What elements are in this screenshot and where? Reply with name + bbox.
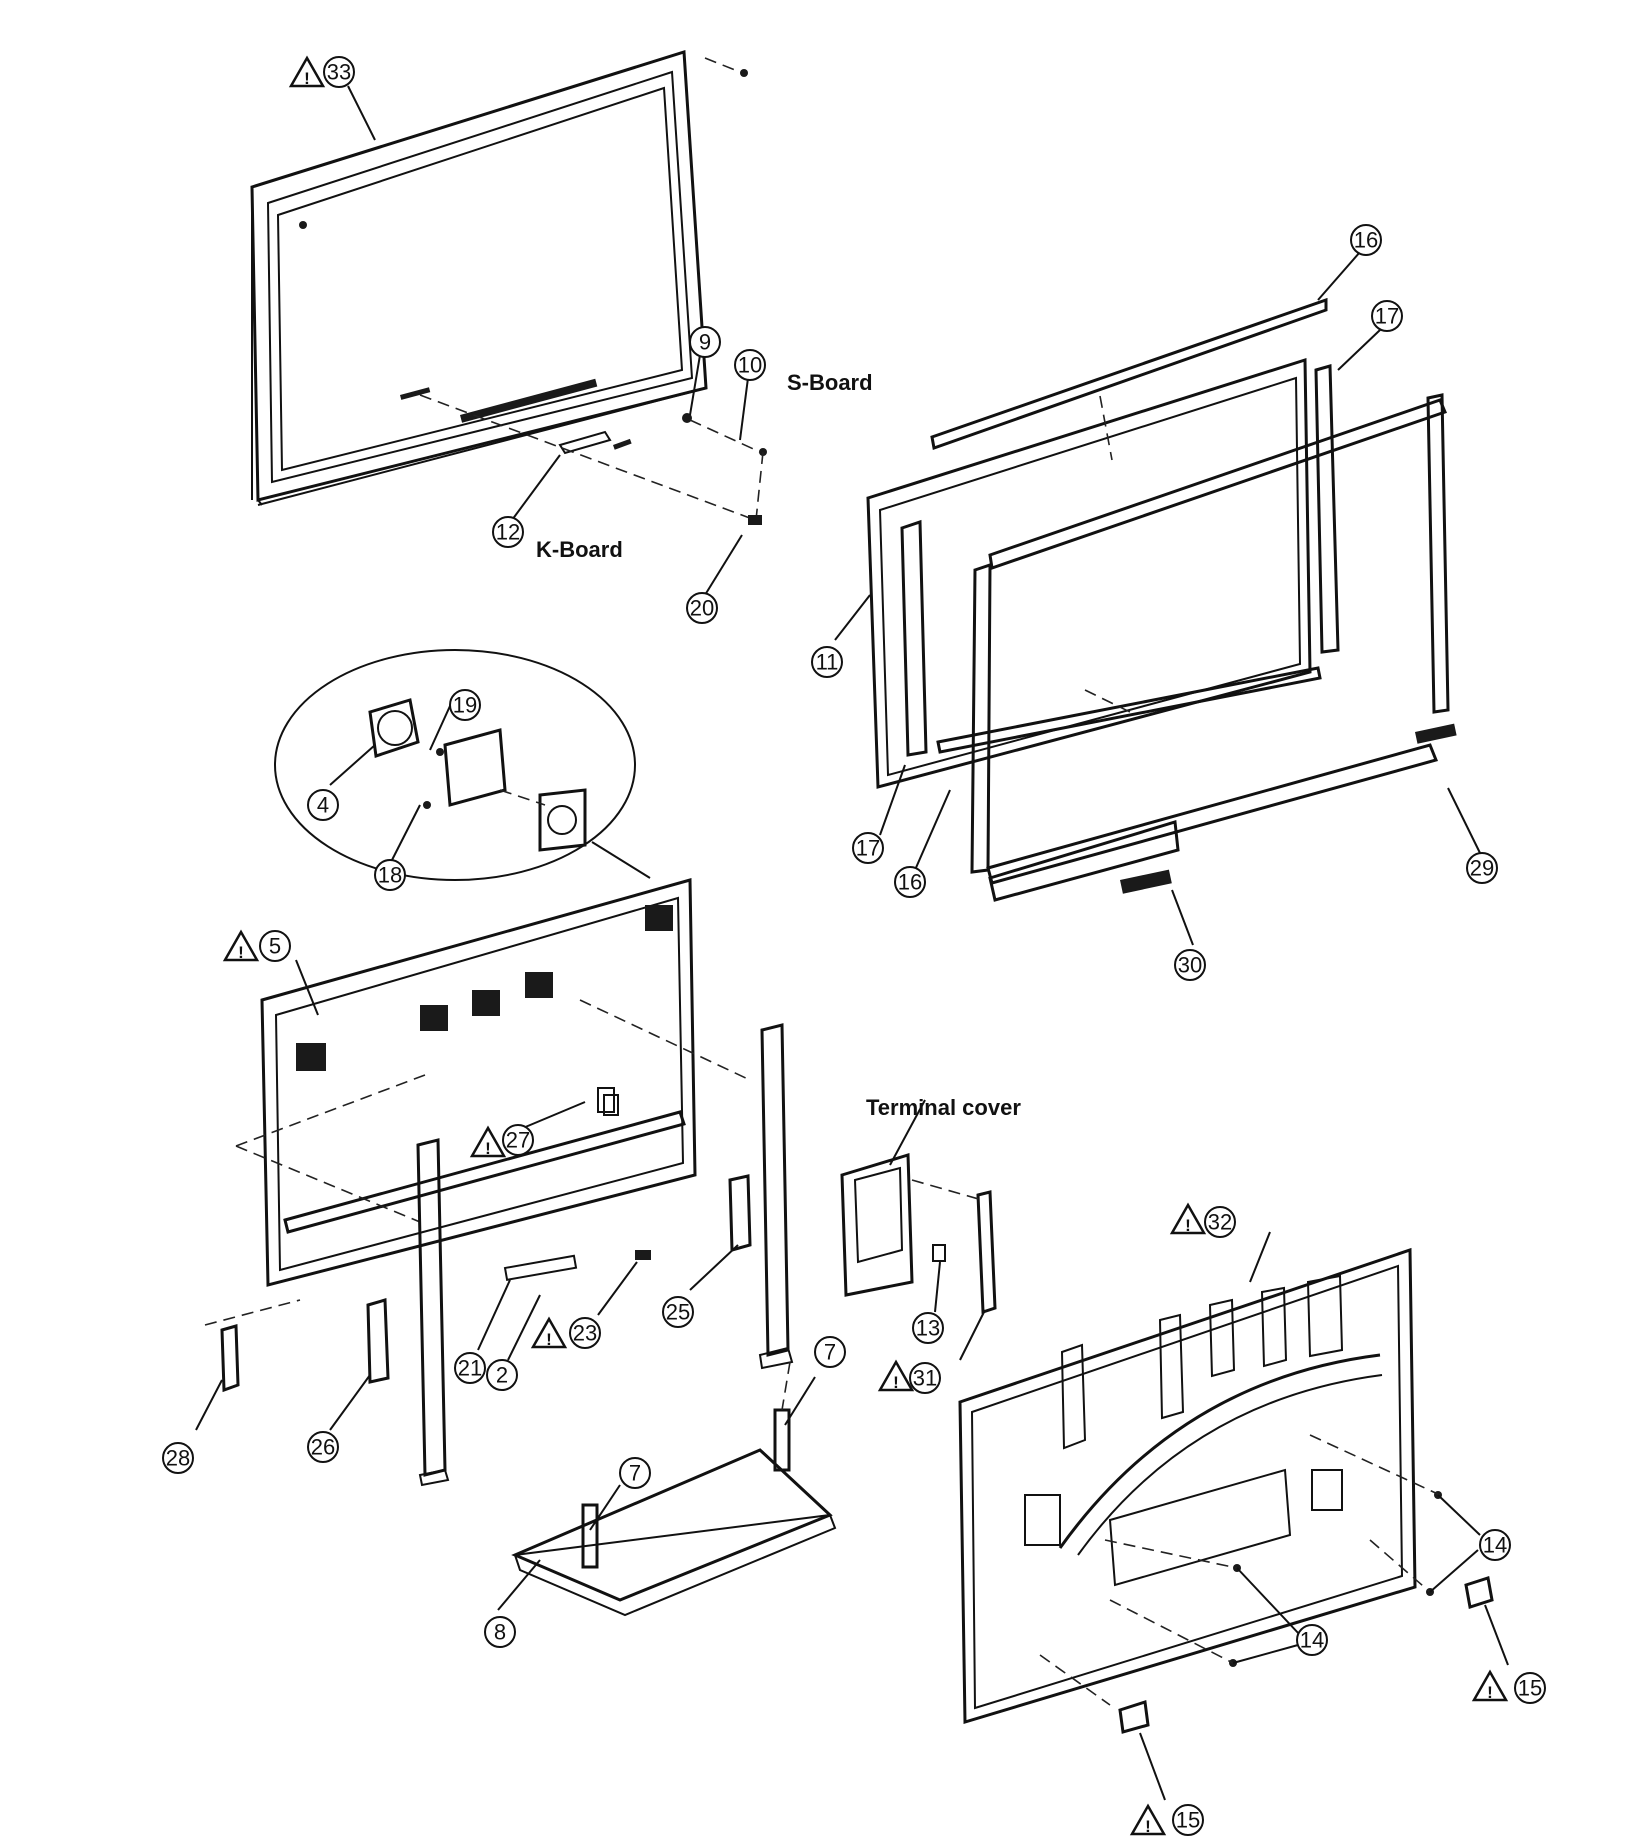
callout-21: 21	[454, 1352, 486, 1384]
svg-text:14: 14	[1483, 1533, 1507, 1558]
svg-text:26: 26	[311, 1435, 335, 1460]
svg-text:33: 33	[327, 60, 351, 85]
callout-25: 25	[662, 1296, 694, 1328]
svg-text:28: 28	[166, 1446, 190, 1471]
panel-assembly	[866, 297, 1457, 902]
callout-17: 17	[1371, 300, 1403, 332]
warning-icon: !	[1129, 1803, 1167, 1836]
svg-text:12: 12	[496, 520, 520, 545]
callout-23: 23	[569, 1317, 601, 1349]
svg-text:14: 14	[1300, 1628, 1324, 1653]
svg-text:19: 19	[453, 693, 477, 718]
svg-text:!: !	[1487, 1683, 1493, 1702]
svg-text:23: 23	[573, 1321, 597, 1346]
callout-30: 30	[1174, 949, 1206, 981]
svg-text:!: !	[304, 69, 310, 88]
callout-12: 12	[492, 516, 524, 548]
svg-text:!: !	[1145, 1817, 1151, 1836]
svg-text:17: 17	[1375, 304, 1399, 329]
front-bezel	[250, 49, 748, 506]
leader-lines	[195, 85, 1509, 1801]
svg-text:16: 16	[898, 870, 922, 895]
callout-7: 7	[814, 1336, 846, 1368]
k-board-part	[419, 394, 756, 521]
stand-base	[511, 1361, 837, 1617]
svg-text:15: 15	[1176, 1808, 1200, 1833]
svg-text:30: 30	[1178, 953, 1202, 978]
svg-text:!: !	[238, 943, 244, 962]
callout-19: 19	[449, 689, 481, 721]
svg-text:25: 25	[666, 1300, 690, 1325]
warning-icon: !	[222, 929, 260, 962]
callout-16: 16	[1350, 224, 1382, 256]
svg-text:10: 10	[738, 353, 762, 378]
svg-text:!: !	[893, 1373, 899, 1392]
s-board-label: S-Board	[787, 370, 873, 395]
svg-text:!: !	[1185, 1216, 1191, 1235]
svg-text:32: 32	[1208, 1210, 1232, 1235]
callout-17: 17	[852, 832, 884, 864]
callout-29: 29	[1466, 852, 1498, 884]
svg-text:!: !	[546, 1330, 552, 1349]
svg-text:13: 13	[916, 1316, 940, 1341]
callout-2: 2	[486, 1359, 518, 1391]
svg-text:2: 2	[496, 1363, 508, 1388]
callout-27: 27	[502, 1124, 534, 1156]
terminal-cover-label: Terminal cover	[866, 1095, 1021, 1120]
rear-cover	[958, 1247, 1494, 1734]
svg-text:21: 21	[458, 1356, 482, 1381]
svg-text:7: 7	[629, 1461, 641, 1486]
svg-text:7: 7	[824, 1340, 836, 1365]
callout-13: 13	[912, 1312, 944, 1344]
fan-detail	[274, 649, 651, 881]
callout-8: 8	[484, 1616, 516, 1648]
callout-9: 9	[689, 326, 721, 358]
warning-icon: !	[877, 1359, 915, 1392]
callout-16: 16	[894, 866, 926, 898]
svg-text:17: 17	[856, 836, 880, 861]
callout-11: 11	[811, 646, 843, 678]
svg-text:4: 4	[317, 793, 329, 818]
svg-text:8: 8	[494, 1620, 506, 1645]
svg-text:29: 29	[1470, 856, 1494, 881]
stand-legs	[204, 1023, 794, 1487]
svg-text:11: 11	[816, 650, 839, 675]
warning-icon: !	[1471, 1669, 1509, 1702]
svg-text:27: 27	[506, 1128, 530, 1153]
callout-33: 33	[323, 56, 355, 88]
callout-5: 5	[259, 930, 291, 962]
svg-text:16: 16	[1354, 228, 1378, 253]
small-boards	[503, 1094, 651, 1281]
callout-26: 26	[307, 1431, 339, 1463]
callout-28: 28	[162, 1442, 194, 1474]
callout-14: 14	[1479, 1529, 1511, 1561]
callout-32: 32	[1204, 1206, 1236, 1238]
svg-text:31: 31	[913, 1366, 937, 1391]
callout-15: 15	[1514, 1672, 1546, 1704]
chassis-frame	[235, 878, 751, 1287]
callout-7: 7	[619, 1457, 651, 1489]
k-board-label: K-Board	[536, 537, 623, 562]
svg-text:18: 18	[378, 863, 402, 888]
svg-text:9: 9	[699, 330, 711, 355]
warning-icon: !	[288, 55, 326, 88]
terminal-cover-part	[840, 1152, 997, 1315]
callout-20: 20	[686, 592, 718, 624]
svg-text:15: 15	[1518, 1676, 1542, 1701]
callout-10: 10	[734, 349, 766, 381]
callout-14: 14	[1296, 1624, 1328, 1656]
svg-text:!: !	[485, 1139, 491, 1158]
callout-15: 15	[1172, 1804, 1204, 1836]
callout-31: 31	[909, 1362, 941, 1394]
svg-text:20: 20	[690, 596, 714, 621]
warning-icon: !	[469, 1125, 507, 1158]
callout-18: 18	[374, 859, 406, 891]
warning-icon: !	[530, 1316, 568, 1349]
callout-4: 4	[307, 789, 339, 821]
s-board-screws	[682, 413, 767, 525]
svg-text:5: 5	[269, 934, 281, 959]
warning-icon: !	[1169, 1202, 1207, 1235]
